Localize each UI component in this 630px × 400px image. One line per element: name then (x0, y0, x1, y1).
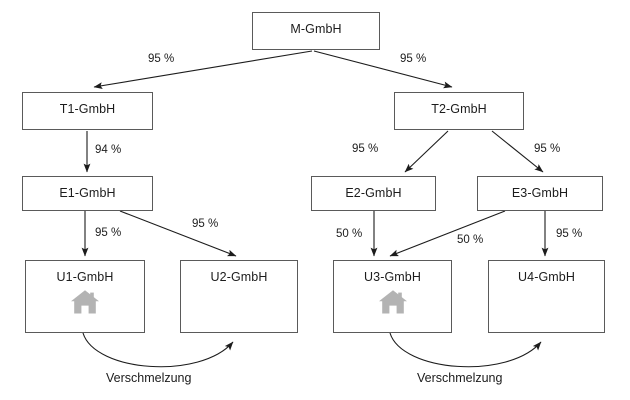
edge-label-e3-to-u4: 95 % (556, 228, 583, 240)
node-label: M-GmbH (290, 22, 342, 36)
house-icon (71, 290, 99, 314)
merge-label-u3-u4: Verschmelzung (417, 371, 503, 385)
node-t1-gmbh[interactable]: T1-GmbH (22, 92, 153, 130)
node-m-gmbh[interactable]: M-GmbH (252, 12, 380, 50)
node-t2-gmbh[interactable]: T2-GmbH (394, 92, 524, 130)
edge-label-t2-to-e2: 95 % (352, 143, 379, 155)
node-label: U3-GmbH (364, 270, 421, 284)
merge-label-u1-u2: Verschmelzung (106, 371, 192, 385)
node-e3-gmbh[interactable]: E3-GmbH (477, 176, 603, 211)
node-e1-gmbh[interactable]: E1-GmbH (22, 176, 153, 211)
edge-label-m-to-t1: 95 % (148, 53, 175, 65)
edge-t2-to-e2 (404, 130, 449, 173)
edge-e3-to-u3 (389, 210, 506, 257)
node-label: T1-GmbH (59, 102, 116, 116)
node-e2-gmbh[interactable]: E2-GmbH (311, 176, 436, 211)
node-u3-gmbh[interactable]: U3-GmbH (333, 260, 452, 333)
edge-label-m-to-t2: 95 % (400, 53, 427, 65)
node-u4-gmbh[interactable]: U4-GmbH (488, 260, 605, 333)
edge-label-e2-to-u3: 50 % (336, 228, 363, 240)
edge-t2-to-e3 (491, 130, 544, 173)
house-icon (378, 290, 407, 314)
node-u2-gmbh[interactable]: U2-GmbH (180, 260, 298, 333)
node-label: E1-GmbH (59, 186, 116, 200)
edge-label-e1-to-u1: 95 % (95, 227, 122, 239)
edge-label-t2-to-e3: 95 % (534, 143, 561, 155)
merge-arrow-u1-to-u2 (82, 332, 234, 368)
merge-arrow-u3-to-u4 (389, 332, 542, 368)
edge-m-to-t1 (93, 50, 313, 90)
node-label: E2-GmbH (345, 186, 402, 200)
node-u1-gmbh[interactable]: U1-GmbH (25, 260, 145, 333)
node-label: T2-GmbH (431, 102, 487, 116)
node-label: U4-GmbH (518, 270, 575, 284)
edge-e1-to-u2 (119, 210, 237, 257)
node-label: E3-GmbH (511, 186, 569, 200)
edge-label-e3-to-u3: 50 % (457, 234, 484, 246)
edge-m-to-t2 (313, 50, 453, 89)
edge-label-t1-to-e1: 94 % (95, 144, 122, 156)
node-label: U2-GmbH (210, 270, 268, 284)
edge-label-e1-to-u2: 95 % (192, 218, 219, 230)
node-label: U1-GmbH (56, 270, 114, 284)
